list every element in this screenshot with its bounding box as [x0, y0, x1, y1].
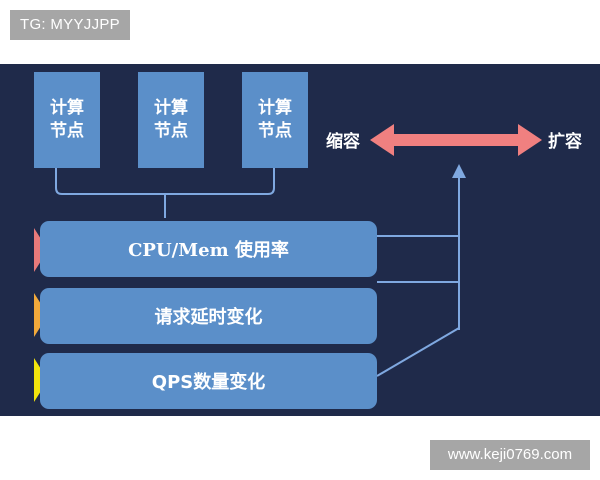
compute-node-label-top: 计算 [258, 98, 292, 118]
compute-node-label-bottom: 节点 [50, 121, 84, 141]
scaling-arrow-right-head [518, 124, 542, 156]
cpu-mem-usage-bar: CPU/Mem 使用率 [40, 221, 377, 277]
compute-node-label-top: 计算 [50, 98, 84, 118]
qps-connector [376, 327, 460, 377]
autoscaling-diagram: 计算 节点 计算 节点 计算 节点 缩容 扩容 CPU/Mem 使用率 请求延时… [0, 64, 600, 416]
compute-node: 计算 节点 [34, 72, 100, 168]
connector-lines [55, 124, 542, 377]
compute-node: 计算 节点 [138, 72, 204, 168]
scaling-arrow-shaft [392, 134, 520, 146]
qps-change-bar: QPS数量变化 [40, 353, 377, 409]
header-tag: TG: MYYJJPP [10, 10, 130, 40]
scale-in-label: 缩容 [326, 132, 360, 152]
compute-node-label-top: 计算 [154, 98, 188, 118]
compute-node-label-bottom: 节点 [154, 121, 188, 141]
node-bracket [55, 168, 275, 195]
watermark: www.keji0769.com [430, 440, 590, 470]
collector-arrowhead [452, 164, 466, 178]
scaling-arrow-left-head [370, 124, 394, 156]
compute-node: 计算 节点 [242, 72, 308, 168]
compute-node-label-bottom: 节点 [258, 121, 292, 141]
scale-out-label: 扩容 [548, 132, 582, 152]
request-latency-bar: 请求延时变化 [40, 288, 377, 344]
